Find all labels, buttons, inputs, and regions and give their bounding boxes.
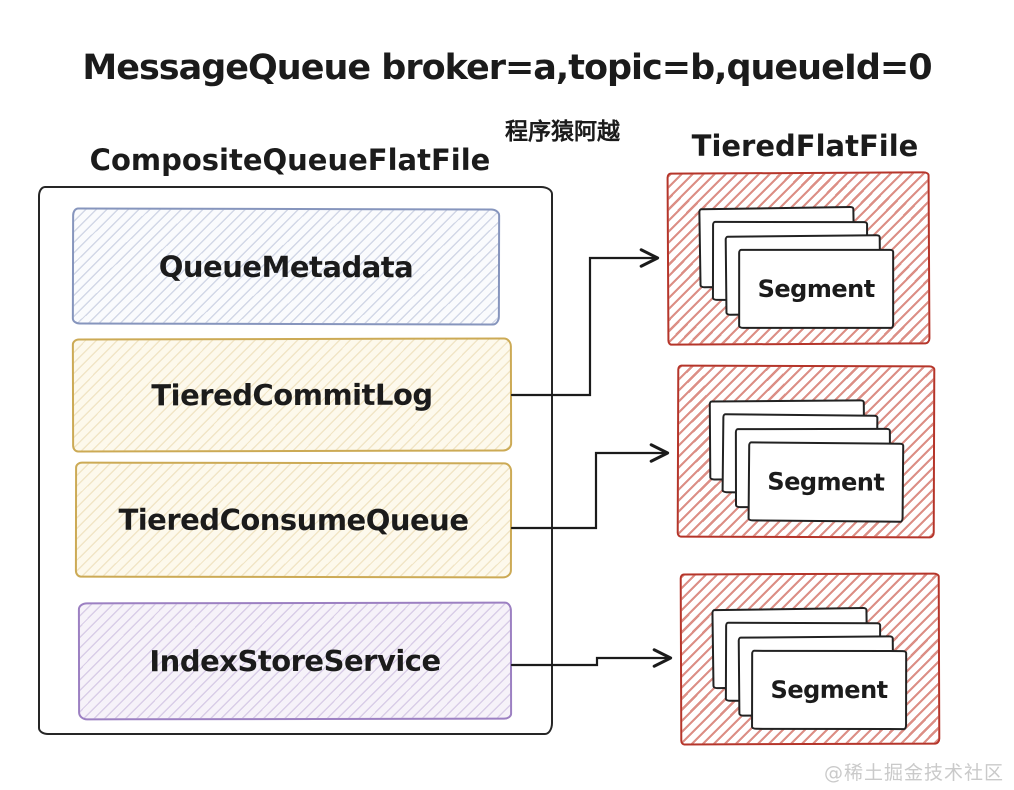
component-box-index-store-service: IndexStoreService (77, 601, 513, 721)
segment-stack-3: Segment (679, 572, 941, 746)
component-label: TieredCommitLog (151, 377, 433, 413)
watermark: @稀土掘金技术社区 (823, 762, 1004, 784)
segment-label: Segment (770, 675, 888, 705)
component-label: IndexStoreService (149, 643, 441, 679)
author-note: 程序猿阿越 (505, 119, 620, 145)
component-label: QueueMetadata (158, 249, 414, 284)
component-label: TieredConsumeQueue (118, 502, 469, 538)
left-group-label: CompositeQueueFlatFile (89, 143, 491, 177)
diagram-title: MessageQueue broker=a,topic=b,queueId=0 (82, 48, 932, 88)
segment-stack-1: Segment (666, 171, 931, 346)
right-group-label: TieredFlatFile (691, 129, 919, 163)
component-box-tiered-consume-queue: TieredConsumeQueue (74, 461, 513, 579)
segment-card-front: Segment (747, 441, 905, 523)
component-box-queue-metadata: QueueMetadata (71, 207, 501, 326)
segment-label: Segment (767, 467, 885, 497)
segment-stack-2: Segment (676, 364, 936, 539)
segment-card-front: Segment (751, 649, 908, 731)
segment-label: Segment (757, 274, 875, 303)
component-box-tiered-commit-log: TieredCommitLog (71, 337, 513, 453)
segment-card-front: Segment (738, 248, 895, 329)
